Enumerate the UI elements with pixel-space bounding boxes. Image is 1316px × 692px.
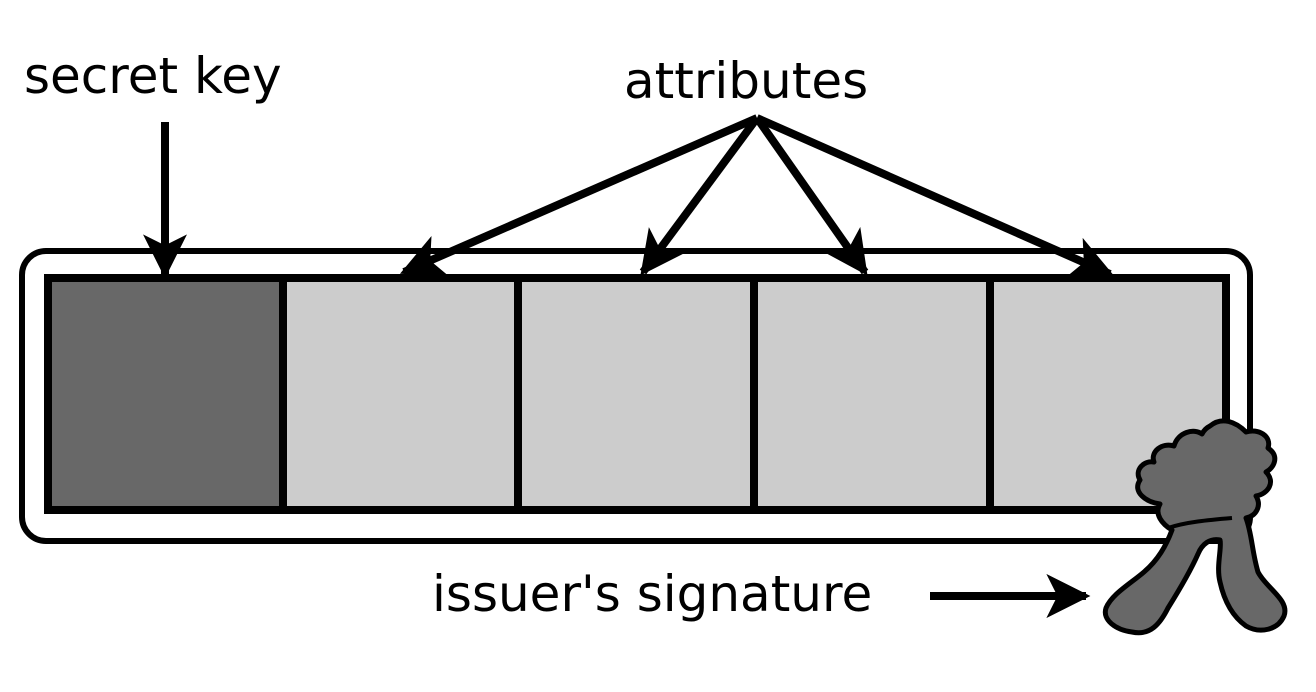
- secret-key-label: secret key: [24, 47, 282, 105]
- attribute-arrow-2: [639, 115, 761, 276]
- attribute-arrows: [399, 114, 1115, 279]
- attribute-arrow-3: [753, 115, 869, 276]
- attribute-arrow-1: [399, 114, 759, 277]
- attribute-arrow-4: [755, 114, 1115, 279]
- attribute-cell-1: [279, 274, 522, 514]
- attribute-cell-2: [514, 274, 758, 514]
- signature-blob-fold: [1167, 516, 1233, 530]
- signature-blob: [1102, 418, 1288, 636]
- credential-container: [19, 248, 1253, 544]
- secret-key-cell: [44, 274, 287, 514]
- issuers-signature-label: issuer's signature: [432, 565, 872, 623]
- attribute-cell-3: [750, 274, 994, 514]
- attributes-label: attributes: [624, 52, 868, 110]
